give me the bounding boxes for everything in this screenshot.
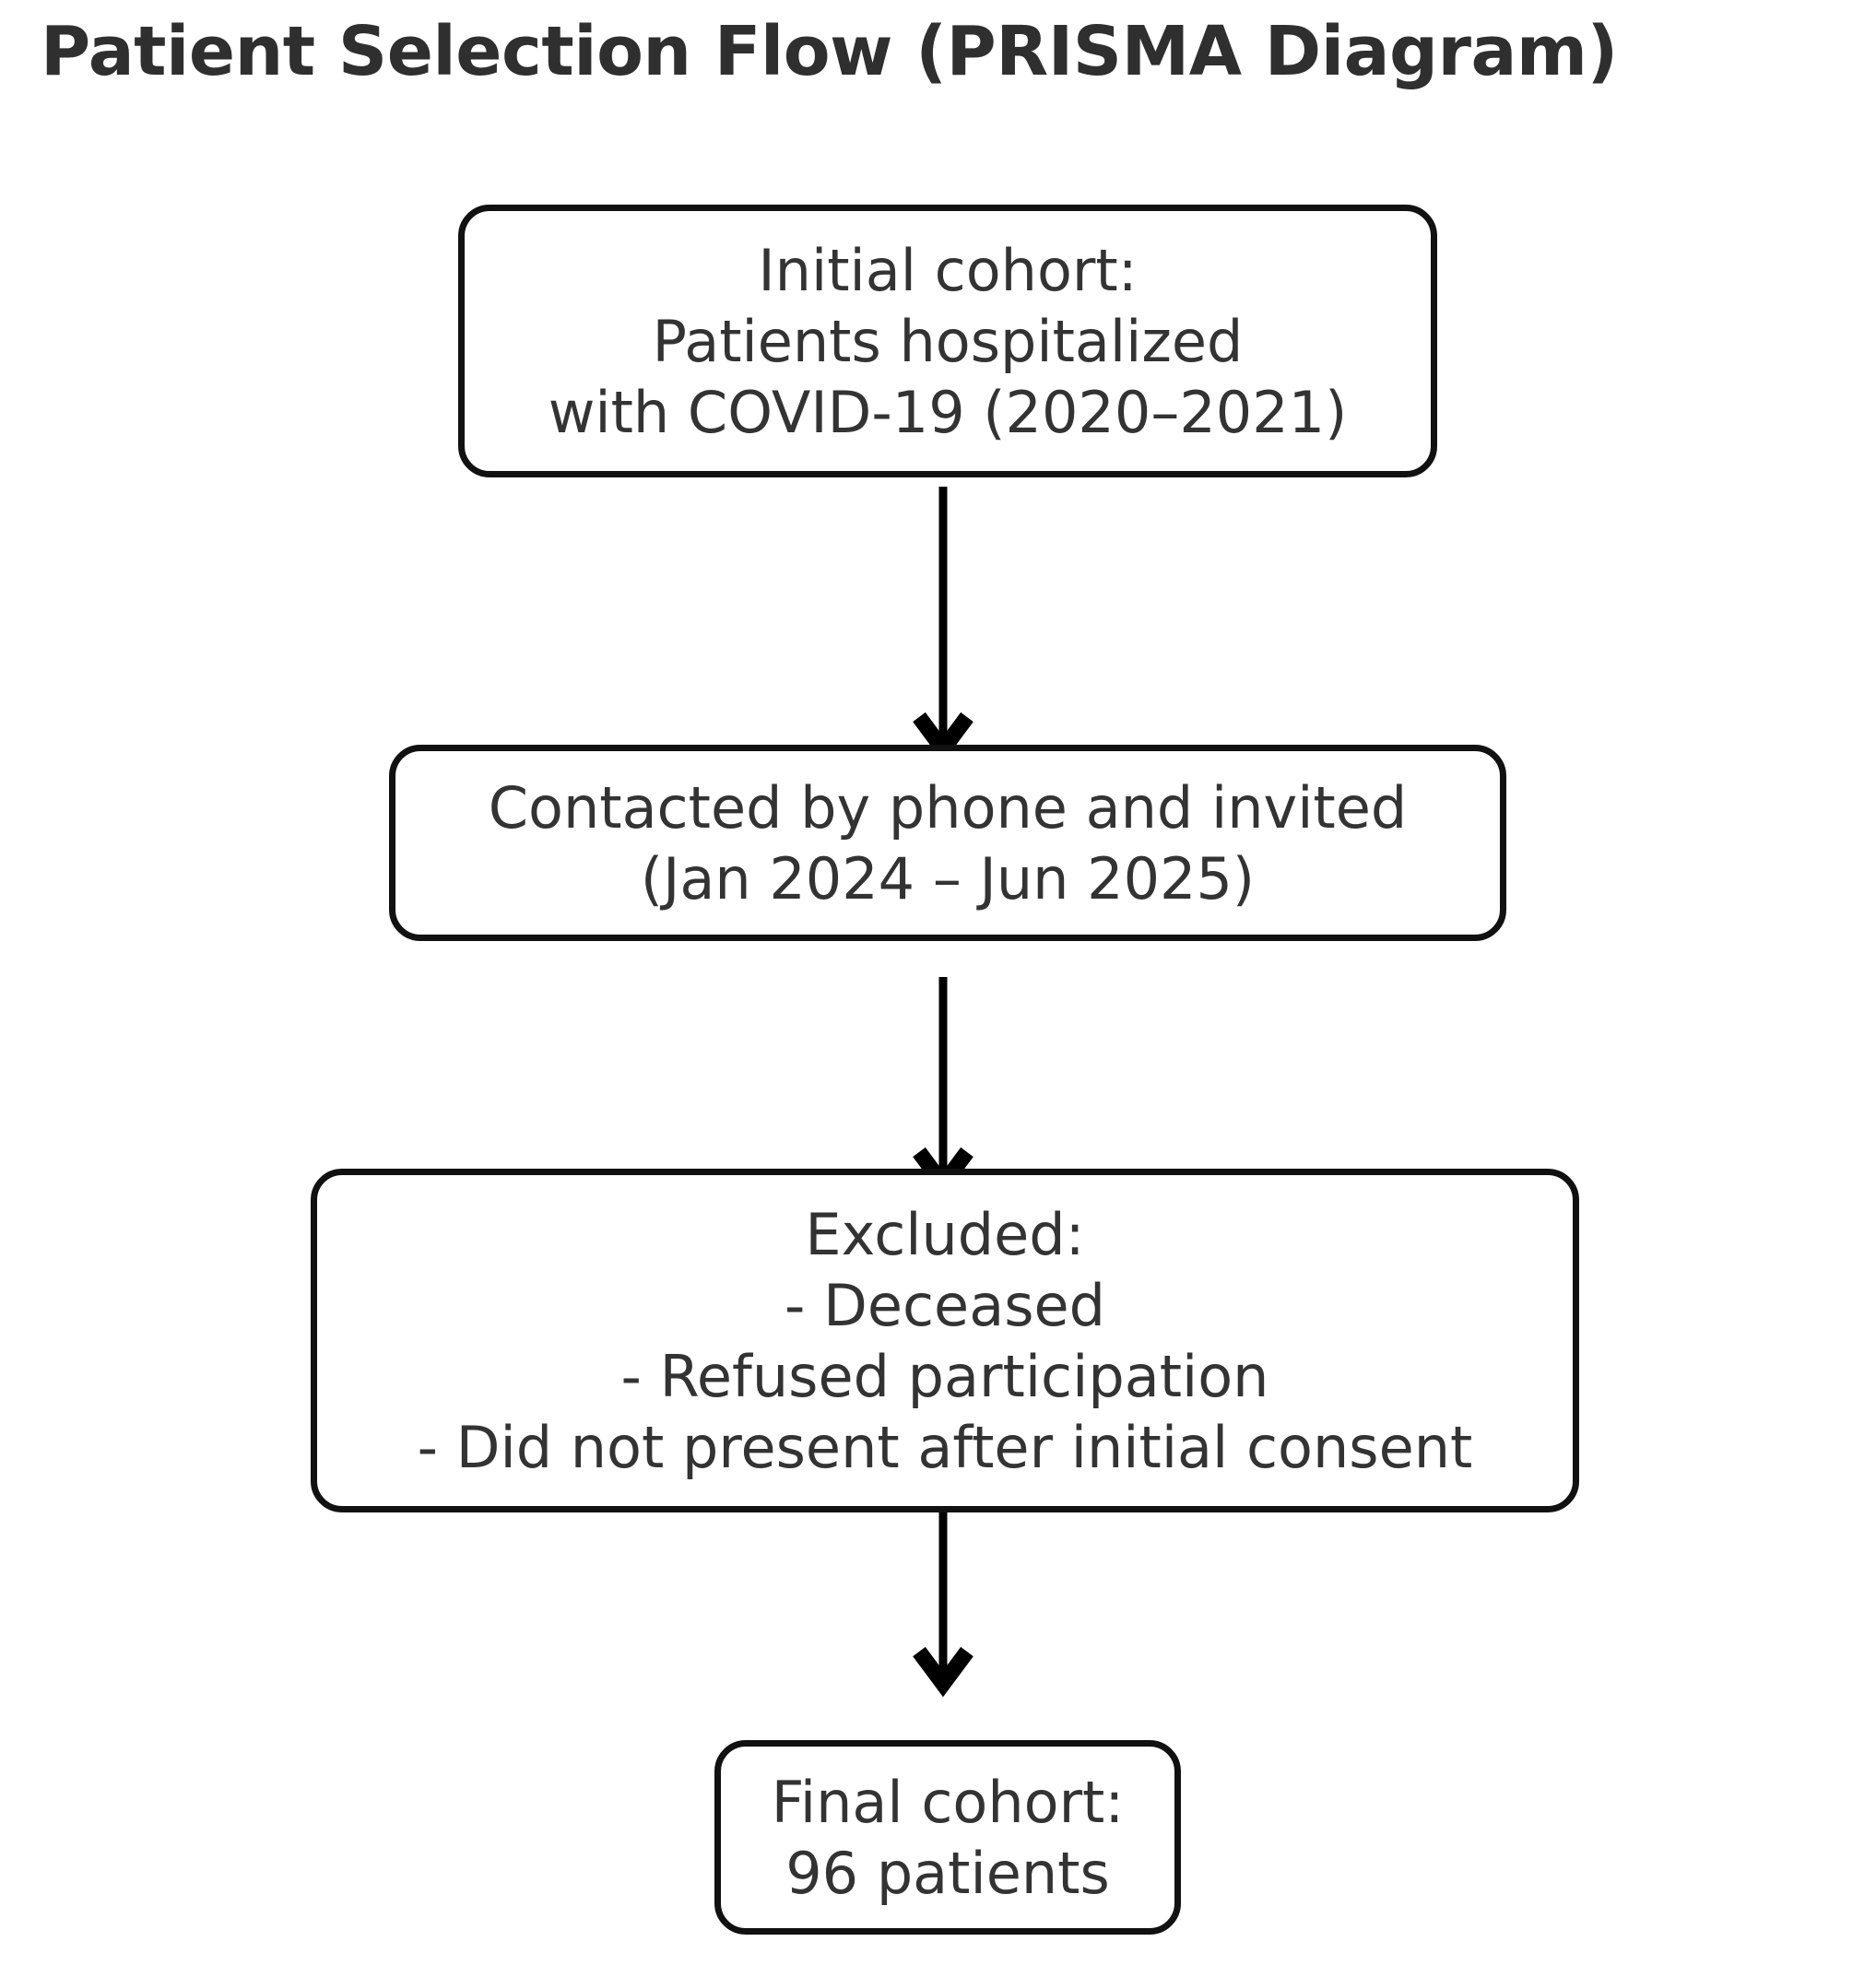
flow-node-final-cohort: Final cohort: 96 patients	[714, 1740, 1181, 1935]
flow-arrow-initial-to-contacted	[888, 487, 998, 754]
node-line: - Deceased	[785, 1271, 1105, 1339]
node-line: (Jan 2024 – Jun 2025)	[640, 844, 1256, 912]
node-line: Contacted by phone and invited	[488, 773, 1408, 841]
flow-arrow-contacted-to-excluded	[888, 977, 998, 1189]
flow-arrow-excluded-to-final	[888, 1489, 998, 1701]
node-line: Patients hospitalized	[652, 307, 1244, 375]
arrow-head-icon	[913, 1646, 973, 1698]
node-line: with COVID-19 (2020–2021)	[548, 378, 1348, 446]
node-line: Excluded:	[805, 1200, 1085, 1268]
page-title: Patient Selection Flow (PRISMA Diagram)	[41, 12, 1618, 91]
flow-node-contacted: Contacted by phone and invited (Jan 2024…	[389, 745, 1506, 941]
flow-node-initial-cohort: Initial cohort: Patients hospitalized wi…	[458, 205, 1437, 477]
node-line: Initial cohort:	[758, 236, 1138, 304]
node-line: - Refused participation	[620, 1342, 1269, 1410]
flow-node-excluded: Excluded: - Deceased - Refused participa…	[311, 1169, 1579, 1512]
node-line: - Did not present after initial consent	[417, 1413, 1473, 1481]
node-line: 96 patients	[785, 1839, 1110, 1907]
node-line: Final cohort:	[771, 1768, 1125, 1836]
